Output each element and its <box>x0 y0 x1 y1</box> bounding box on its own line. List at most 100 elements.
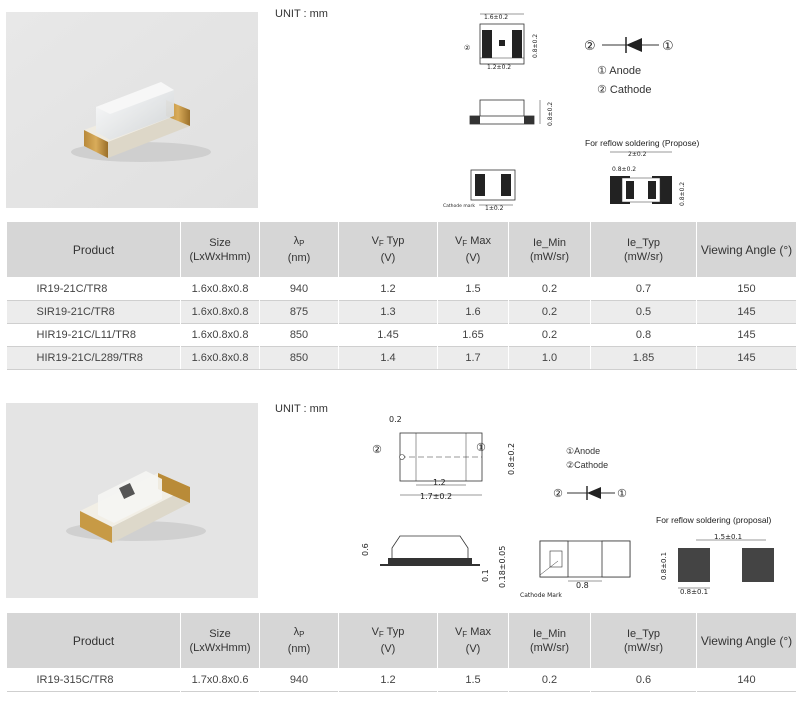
cell-lambda: 875 <box>259 300 339 324</box>
cell-vf-typ: 1.2 <box>338 668 438 692</box>
header-ie-min: Ie_Min(mW/sr) <box>508 221 591 278</box>
symbol-pin2: ② <box>553 487 563 500</box>
cell-viewing-angle: 145 <box>696 346 797 370</box>
dim-inner-width: 1.2±0.2 <box>487 64 511 71</box>
header-vf-max: VF Max(V) <box>437 221 509 278</box>
pin2-mark: ② <box>464 44 470 52</box>
cell-ie-min: 0.2 <box>508 277 591 301</box>
header-size: Size(LxWxHmm) <box>180 221 260 278</box>
bottom-view-drawing-2: 0.8 Cathode Mark <box>520 540 631 599</box>
header-vf-typ: VF Typ(V) <box>338 221 438 278</box>
cell-ie-typ: 0.5 <box>590 300 697 324</box>
header-ie-typ: Ie_Typ(mW/sr) <box>590 221 697 278</box>
cell-ie-min: 0.2 <box>508 668 591 692</box>
symbol-pin1: ① <box>617 487 627 500</box>
header-ie-typ: Ie_Typ(mW/sr) <box>590 612 697 669</box>
reflow-pad-drawing: 2±0.2 0.8±0.2 0.8±0.2 <box>610 151 686 206</box>
pin2-mark: ② <box>372 443 382 456</box>
header-lambda: λP(nm) <box>259 221 339 278</box>
dim-side-height: 0.8±0.2 <box>532 34 539 58</box>
dim-total-width: 1.7±0.2 <box>420 492 452 501</box>
reflow-height: 0.8±0.2 <box>679 182 686 206</box>
side-view-drawing-2: 0.6 0.1 0.18±0.05 <box>361 535 507 588</box>
header-vf-typ: VF Typ(V) <box>338 612 438 669</box>
cell-vf-typ: 1.2 <box>338 277 438 301</box>
header-vf-max: VF Max(V) <box>437 612 509 669</box>
dim-side-height-2: 0.6 <box>361 543 370 556</box>
reflow-width-2: 1.5±0.1 <box>714 533 742 541</box>
reflow-pad-drawing-2: 1.5±0.1 0.8±0.1 0.8±0.1 <box>660 533 774 596</box>
cell-product: IR19-315C/TR8 <box>6 668 181 692</box>
unit-label: UNIT : mm <box>275 403 328 415</box>
cell-ie-typ: 1.85 <box>590 346 697 370</box>
led-package-image <box>6 403 258 598</box>
cell-product: HIR19-21C/L11/TR8 <box>6 323 181 347</box>
reflow-height-2: 0.8±0.1 <box>660 552 668 580</box>
dim-height-2: 0.8±0.2 <box>507 443 516 475</box>
product-photo-ir19-315c <box>6 403 258 598</box>
pin1-mark: ① <box>476 441 486 454</box>
cell-size: 1.6x0.8x0.8 <box>180 277 260 301</box>
symbol-pin1: ① <box>662 39 674 54</box>
cell-lambda: 940 <box>259 277 339 301</box>
cell-ie-typ: 0.7 <box>590 277 697 301</box>
cell-product: IR19-21C/TR8 <box>6 277 181 301</box>
reflow-title: For reflow soldering (Propose) <box>585 138 700 148</box>
header-product: Product <box>6 221 181 278</box>
dim-inner-width-2: 1.2 <box>433 478 446 487</box>
legend-cathode-2: ②Cathode <box>566 460 609 470</box>
cell-viewing-angle: 145 <box>696 300 797 324</box>
cell-product: SIR19-21C/TR8 <box>6 300 181 324</box>
product-photo-ir19-21c <box>6 12 258 208</box>
side-view-drawing: 0.8±0.2 <box>469 99 554 126</box>
cell-lambda: 850 <box>259 346 339 370</box>
legend-cathode: ② Cathode <box>597 84 652 96</box>
cell-vf-max: 1.5 <box>437 668 509 692</box>
header-ie-min: Ie_Min(mW/sr) <box>508 612 591 669</box>
legend-anode: ① Anode <box>597 65 642 77</box>
cell-vf-max: 1.5 <box>437 277 509 301</box>
cell-ie-typ: 0.6 <box>590 668 697 692</box>
cell-vf-max: 1.65 <box>437 323 509 347</box>
top-view-drawing: 1.6±0.2 1.2±0.2 ② 0.8±0.2 <box>464 13 539 71</box>
cell-size: 1.6x0.8x0.8 <box>180 323 260 347</box>
cell-ie-typ: 0.8 <box>590 323 697 347</box>
header-viewing-angle: Viewing Angle (°) <box>696 612 797 669</box>
dim-bottom-width-2: 0.8 <box>576 581 589 590</box>
header-size: Size(LxWxHmm) <box>180 612 260 669</box>
cell-ie-min: 0.2 <box>508 300 591 324</box>
diode-symbol: ② ① <box>584 37 674 54</box>
dim-bottom-width: 1±0.2 <box>485 205 504 212</box>
dim-top-gap: 0.2 <box>389 415 402 424</box>
cell-ie-min: 0.2 <box>508 323 591 347</box>
led-package-image <box>6 12 258 208</box>
cell-viewing-angle: 140 <box>696 668 797 692</box>
cell-size: 1.6x0.8x0.8 <box>180 346 260 370</box>
cell-size: 1.6x0.8x0.8 <box>180 300 260 324</box>
header-viewing-angle: Viewing Angle (°) <box>696 221 797 278</box>
dim-side-view-height: 0.8±0.2 <box>547 102 554 126</box>
cell-lambda: 940 <box>259 668 339 692</box>
reflow-width: 2±0.2 <box>628 151 647 158</box>
cell-viewing-angle: 150 <box>696 277 797 301</box>
header-product: Product <box>6 612 181 669</box>
dim-lead-height: 0.1 <box>481 569 490 582</box>
legend-anode-2: ①Anode <box>566 446 601 456</box>
spec-table-1: Product Size(LxWxHmm) λP(nm) VF Typ(V) V… <box>6 221 797 370</box>
cathode-mark-label: Cathode mark <box>443 203 475 209</box>
cell-ie-min: 1.0 <box>508 346 591 370</box>
cell-vf-typ: 1.45 <box>338 323 438 347</box>
cell-lambda: 850 <box>259 323 339 347</box>
cell-size: 1.7x0.8x0.6 <box>180 668 260 692</box>
symbol-pin2: ② <box>584 39 596 54</box>
cathode-mark-label-2: Cathode Mark <box>520 592 562 599</box>
cell-product: HIR19-21C/L289/TR8 <box>6 346 181 370</box>
unit-label: UNIT : mm <box>275 8 328 20</box>
spec-table-2: Product Size(LxWxHmm) λP(nm) VF Typ(V) V… <box>6 612 797 692</box>
cell-vf-typ: 1.4 <box>338 346 438 370</box>
dim-side-right: 0.18±0.05 <box>498 546 507 588</box>
